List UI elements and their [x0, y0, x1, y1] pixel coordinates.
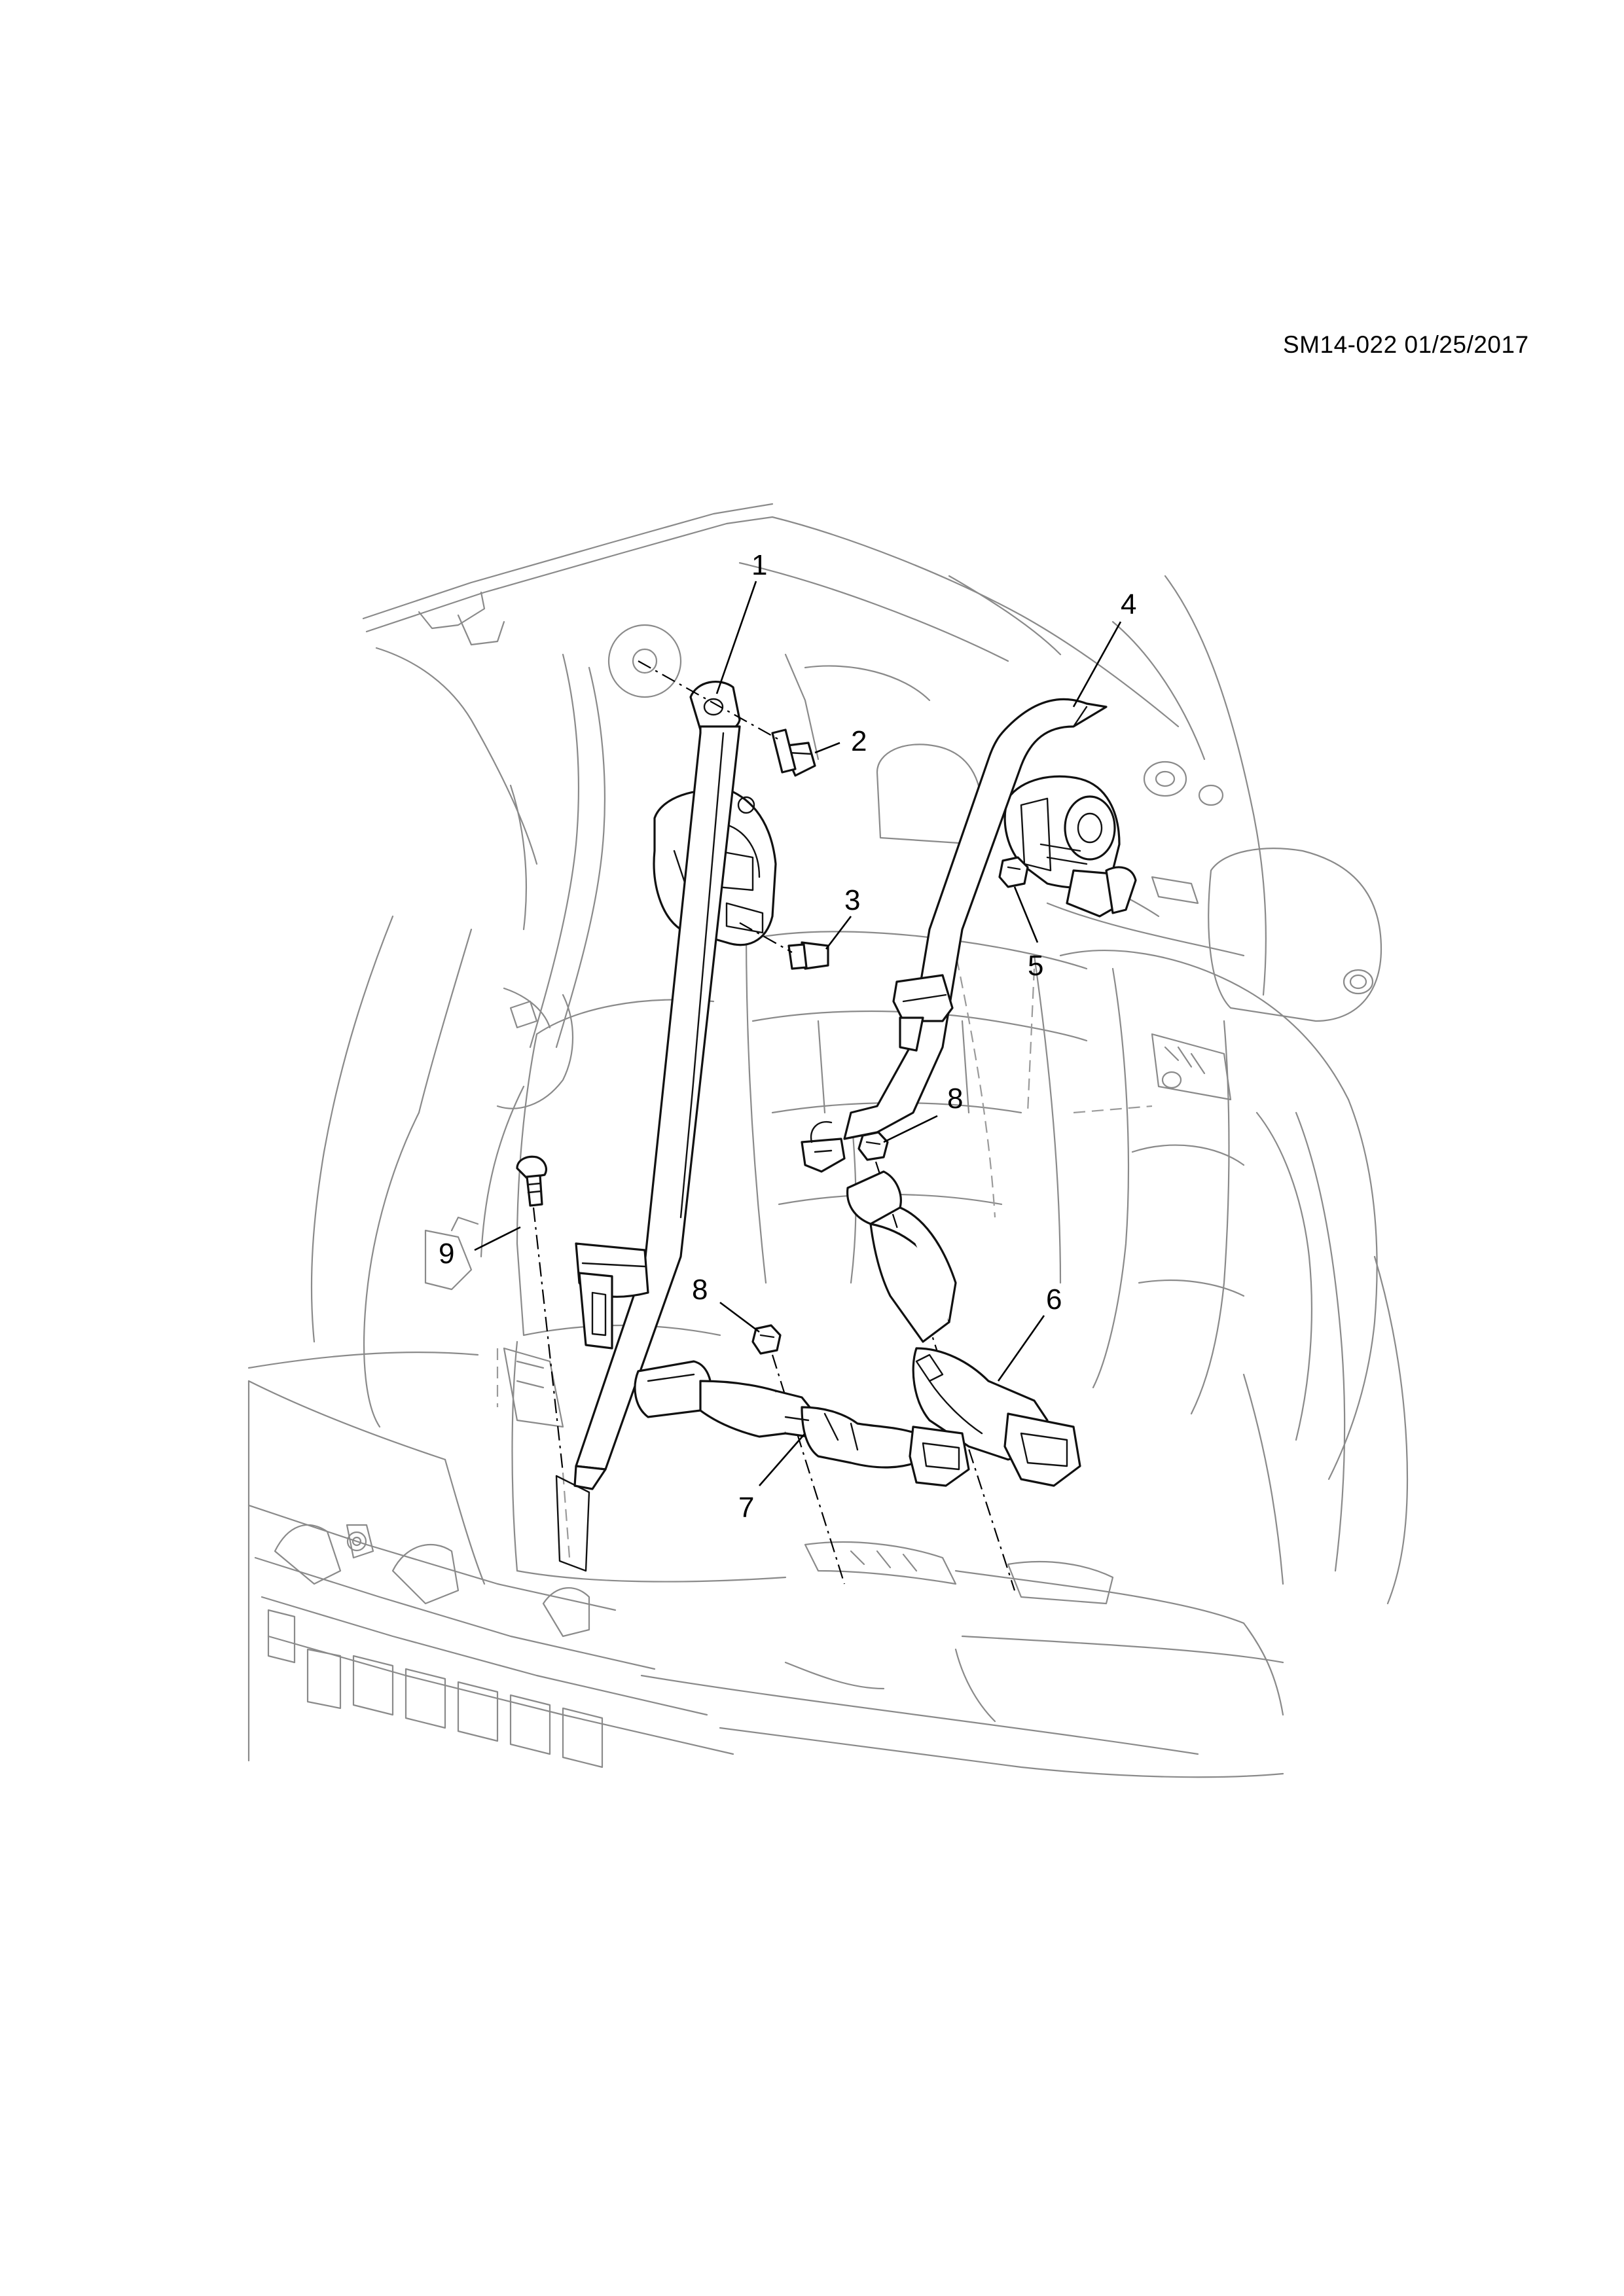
leader-lines: [474, 581, 1122, 1486]
leader-9: [474, 1226, 521, 1251]
buckle-nut-lower: [751, 1324, 782, 1355]
buckle-axis-left: [771, 1354, 846, 1585]
callout-5: 5: [1028, 950, 1043, 982]
callout-2: 2: [851, 725, 867, 757]
leader-2: [814, 742, 840, 754]
leader-7: [759, 1433, 806, 1486]
callout-labels: 1 2 3 4 5 6 7 8 8 9: [439, 549, 1136, 1524]
retractor-nut: [998, 856, 1029, 888]
lower-anchor-bolt: [516, 1155, 547, 1207]
buckle-nut-upper: [857, 1131, 889, 1161]
callout-7: 7: [738, 1492, 754, 1524]
leader-1: [715, 581, 757, 694]
leader-6: [997, 1315, 1045, 1382]
center-belt-assembly: [801, 698, 1137, 1173]
retractor-bolt: [787, 941, 829, 970]
anchor-bolt: [771, 728, 816, 777]
leader-4: [1072, 621, 1122, 708]
callout-4: 4: [1121, 588, 1136, 620]
leader-8-upper: [883, 1115, 938, 1143]
callout-8-lower: 8: [692, 1274, 708, 1306]
leader-5: [1013, 886, 1039, 943]
document-id: SM14-022 01/25/2017: [1283, 331, 1529, 358]
lower-anchor-axis: [532, 1207, 564, 1473]
retractor-axis: [739, 922, 793, 953]
leader-8-lower: [719, 1301, 760, 1333]
callout-3: 3: [844, 884, 860, 916]
shoulder-belt-assembly: [555, 681, 777, 1572]
dual-buckle: [634, 1360, 970, 1487]
callout-6: 6: [1046, 1283, 1062, 1316]
callout-8-upper: 8: [947, 1083, 963, 1115]
leader-3: [825, 916, 852, 950]
callout-1: 1: [751, 549, 767, 581]
callout-9: 9: [439, 1238, 454, 1270]
